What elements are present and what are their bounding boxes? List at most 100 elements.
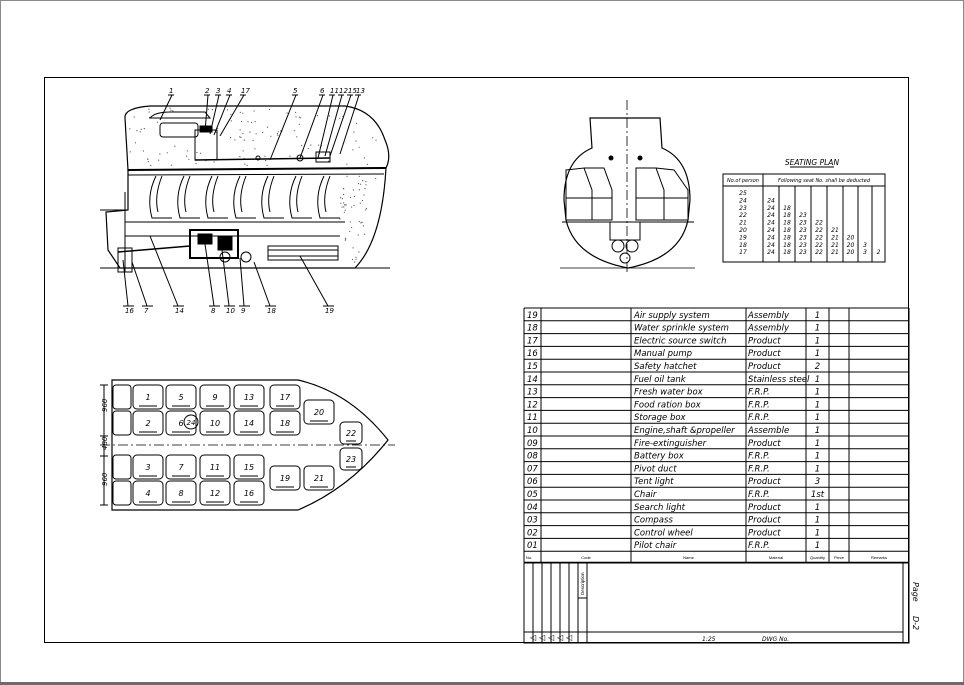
parts-row-no: 13 (527, 388, 538, 398)
parts-header-code: Code (581, 555, 591, 560)
parts-row-qty: 1 (815, 464, 820, 474)
parts-row-no: 05 (527, 490, 538, 500)
plan-seat (199, 480, 231, 506)
plan-seat (199, 454, 231, 480)
parts-row-no: 08 (527, 452, 538, 462)
seating-plan-deducted-seat: 18 (783, 249, 791, 256)
seating-plan-person-count: 21 (739, 220, 747, 227)
seating-plan-person-count: 24 (739, 197, 747, 204)
seating-plan-person-count: 19 (739, 234, 747, 241)
seating-plan-deducted-seat: 18 (783, 205, 791, 212)
plan-seat-number: 5 (178, 393, 183, 402)
parts-row-no: 17 (527, 336, 538, 346)
title-block-description-label: Description (580, 572, 585, 595)
parts-row-no: 01 (527, 541, 538, 551)
seating-plan-deducted-seat: 2 (877, 249, 881, 256)
side-callout-label: 4 (227, 87, 231, 95)
plan-seat (233, 454, 265, 480)
side-callout-label: 3 (216, 87, 220, 95)
side-callout-label: 13 (356, 87, 365, 95)
seating-plan-header: Following seat No. shall be deducted (778, 178, 871, 184)
side-callout-label: 19 (325, 307, 334, 315)
title-block-page-label: Page (911, 582, 920, 602)
parts-row-name: Battery box (634, 452, 685, 462)
seating-plan-deducted-seat: 22 (815, 234, 823, 241)
parts-row-name: Food ration box (634, 400, 702, 410)
parts-row-name: Search light (634, 503, 686, 513)
plan-seat-number: 14 (244, 419, 254, 428)
parts-row-material: F.R.P. (748, 490, 770, 500)
seating-plan-deducted-seat: 18 (783, 227, 791, 234)
plan-seat (165, 410, 197, 436)
side-callout-label: 15 (348, 87, 357, 95)
parts-row-no: 10 (527, 426, 538, 436)
plan-seat-number: 21 (314, 474, 324, 483)
parts-row-material: Product (748, 477, 781, 487)
side-callout-label: 2 (205, 87, 210, 95)
parts-row-no: 03 (527, 516, 538, 526)
plan-seat-number: 1 (145, 393, 150, 402)
parts-row-material: Product (748, 439, 781, 449)
seating-plan-deducted-seat: 22 (815, 249, 823, 256)
plan-seat-number: 3 (145, 463, 150, 472)
plan-seat-edge (112, 384, 132, 410)
seating-plan-deducted-seat: 20 (847, 234, 855, 241)
parts-row-no: 06 (527, 477, 538, 487)
side-callout-label: 10 (226, 307, 235, 315)
parts-row-qty: 1 (815, 311, 820, 321)
parts-row-qty: 1 (815, 388, 820, 398)
parts-row-name: Fresh water box (634, 388, 704, 398)
parts-row-qty: 1 (815, 413, 820, 423)
parts-row-name: Safety hatchet (634, 362, 697, 372)
side-callout-label: 1 (169, 87, 173, 95)
plan-seat-24-marker (183, 414, 199, 430)
parts-row-name: Storage box (634, 413, 687, 423)
seating-plan-deducted-seat: 20 (847, 249, 855, 256)
parts-row-material: Product (748, 516, 781, 526)
plan-seat (132, 384, 164, 410)
bottom-band (0, 682, 964, 685)
title-block-revision-marker: ◁ (557, 633, 564, 642)
seating-plan-deducted-seat: 23 (799, 227, 807, 234)
seating-plan-border (722, 173, 886, 263)
parts-row-no: 16 (527, 349, 538, 359)
seating-plan-deducted-seat: 24 (767, 197, 775, 204)
seating-plan-deducted-seat: 18 (783, 234, 791, 241)
seating-plan-deducted-seat: 23 (799, 212, 807, 219)
seating-plan-deducted-seat: 18 (783, 220, 791, 227)
plan-seat-number: 11 (210, 463, 220, 472)
plan-seat (132, 410, 164, 436)
plan-seat-number: 6 (178, 419, 183, 428)
parts-row-name: Water sprinkle system (634, 324, 729, 334)
plan-seat-number: 2 (145, 419, 150, 428)
parts-row-qty: 1 (815, 503, 820, 513)
seating-plan-deducted-seat: 24 (767, 227, 775, 234)
parts-row-material: Stainless steel (748, 375, 810, 385)
parts-row-qty: 1 (815, 349, 820, 359)
parts-row-qty: 1 (815, 452, 820, 462)
plan-seat-number: 7 (178, 463, 184, 472)
plan-seat (269, 465, 301, 491)
plan-seat-number: 9 (212, 393, 217, 402)
title-block-drawing-no: DWG No. (762, 636, 789, 643)
seating-plan-deducted-seat: 23 (799, 249, 807, 256)
parts-header-qty: Quantity (810, 555, 825, 560)
seating-plan-deducted-seat: 24 (767, 205, 775, 212)
seating-plan-deducted-seat: 24 (767, 242, 775, 249)
plan-seat (165, 454, 197, 480)
seating-plan-deducted-seat: 23 (799, 242, 807, 249)
seating-plan-deducted-seat: 22 (815, 220, 823, 227)
parts-row-name: Compass (634, 516, 673, 526)
parts-row-qty: 1 (815, 516, 820, 526)
seating-plan-person-count: 20 (739, 227, 747, 234)
plan-seat-edge (112, 480, 132, 506)
plan-dim-label: 480 (101, 436, 109, 450)
plan-seat-24-label: 24 (187, 419, 196, 427)
plan-seat-number: 16 (244, 489, 254, 498)
side-callout-label: 5 (293, 87, 298, 95)
seating-plan-deducted-seat: 21 (831, 234, 839, 241)
